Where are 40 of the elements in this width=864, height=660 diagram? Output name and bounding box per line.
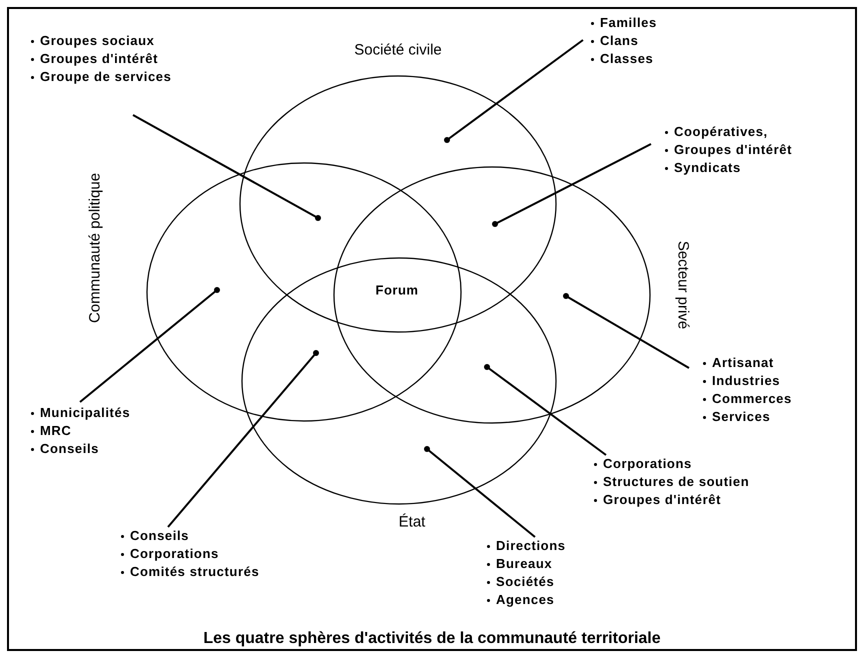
list-item: Groupes sociaux [30, 32, 172, 50]
list-item: Familles [590, 14, 657, 32]
list-item: Agences [486, 591, 566, 609]
leader-line [492, 143, 652, 227]
list-item: Conseils [120, 527, 260, 545]
leader-line [132, 114, 321, 221]
list-item: Industries [702, 372, 792, 390]
sphere-title: État [398, 514, 426, 530]
list-item: Corporations [120, 545, 260, 563]
list-item: Syndicats [664, 159, 792, 177]
list-item: Artisanat [702, 354, 792, 372]
list-item: Groupes d'intérêt [593, 491, 750, 509]
sphere-title: Secteur privé [674, 240, 692, 330]
list-item: Structures de soutien [593, 473, 750, 491]
list-item: MRC [30, 422, 130, 440]
sphere-title: Société civile [354, 42, 442, 58]
list-item: Classes [590, 50, 657, 68]
center-label: Forum [376, 282, 418, 298]
list-item: Groupe de services [30, 68, 172, 86]
leader-line [563, 293, 690, 369]
list-item: Conseils [30, 440, 130, 458]
list-item: Coopératives, [664, 123, 792, 141]
leader-line [484, 364, 607, 456]
list-item: Sociétés [486, 573, 566, 591]
leader-line [444, 39, 584, 143]
list-item: Commerces [702, 390, 792, 408]
list-item: Municipalités [30, 404, 130, 422]
list-item: Groupes d'intérêt [664, 141, 792, 159]
caption: Les quatre sphères d'activités de la communauté territoriale [202, 630, 662, 648]
leader-line [167, 350, 319, 528]
list-item: Corporations [593, 455, 750, 473]
leader-line [79, 287, 220, 403]
list-item: Groupes d'intérêt [30, 50, 172, 68]
list-item: Directions [486, 537, 566, 555]
list-item: Comités structurés [120, 563, 260, 581]
list-item: Clans [590, 32, 657, 50]
list-item: Bureaux [486, 555, 566, 573]
leader-line [424, 446, 536, 538]
sphere-title: Communauté politique [86, 172, 104, 324]
list-item: Services [702, 408, 792, 426]
